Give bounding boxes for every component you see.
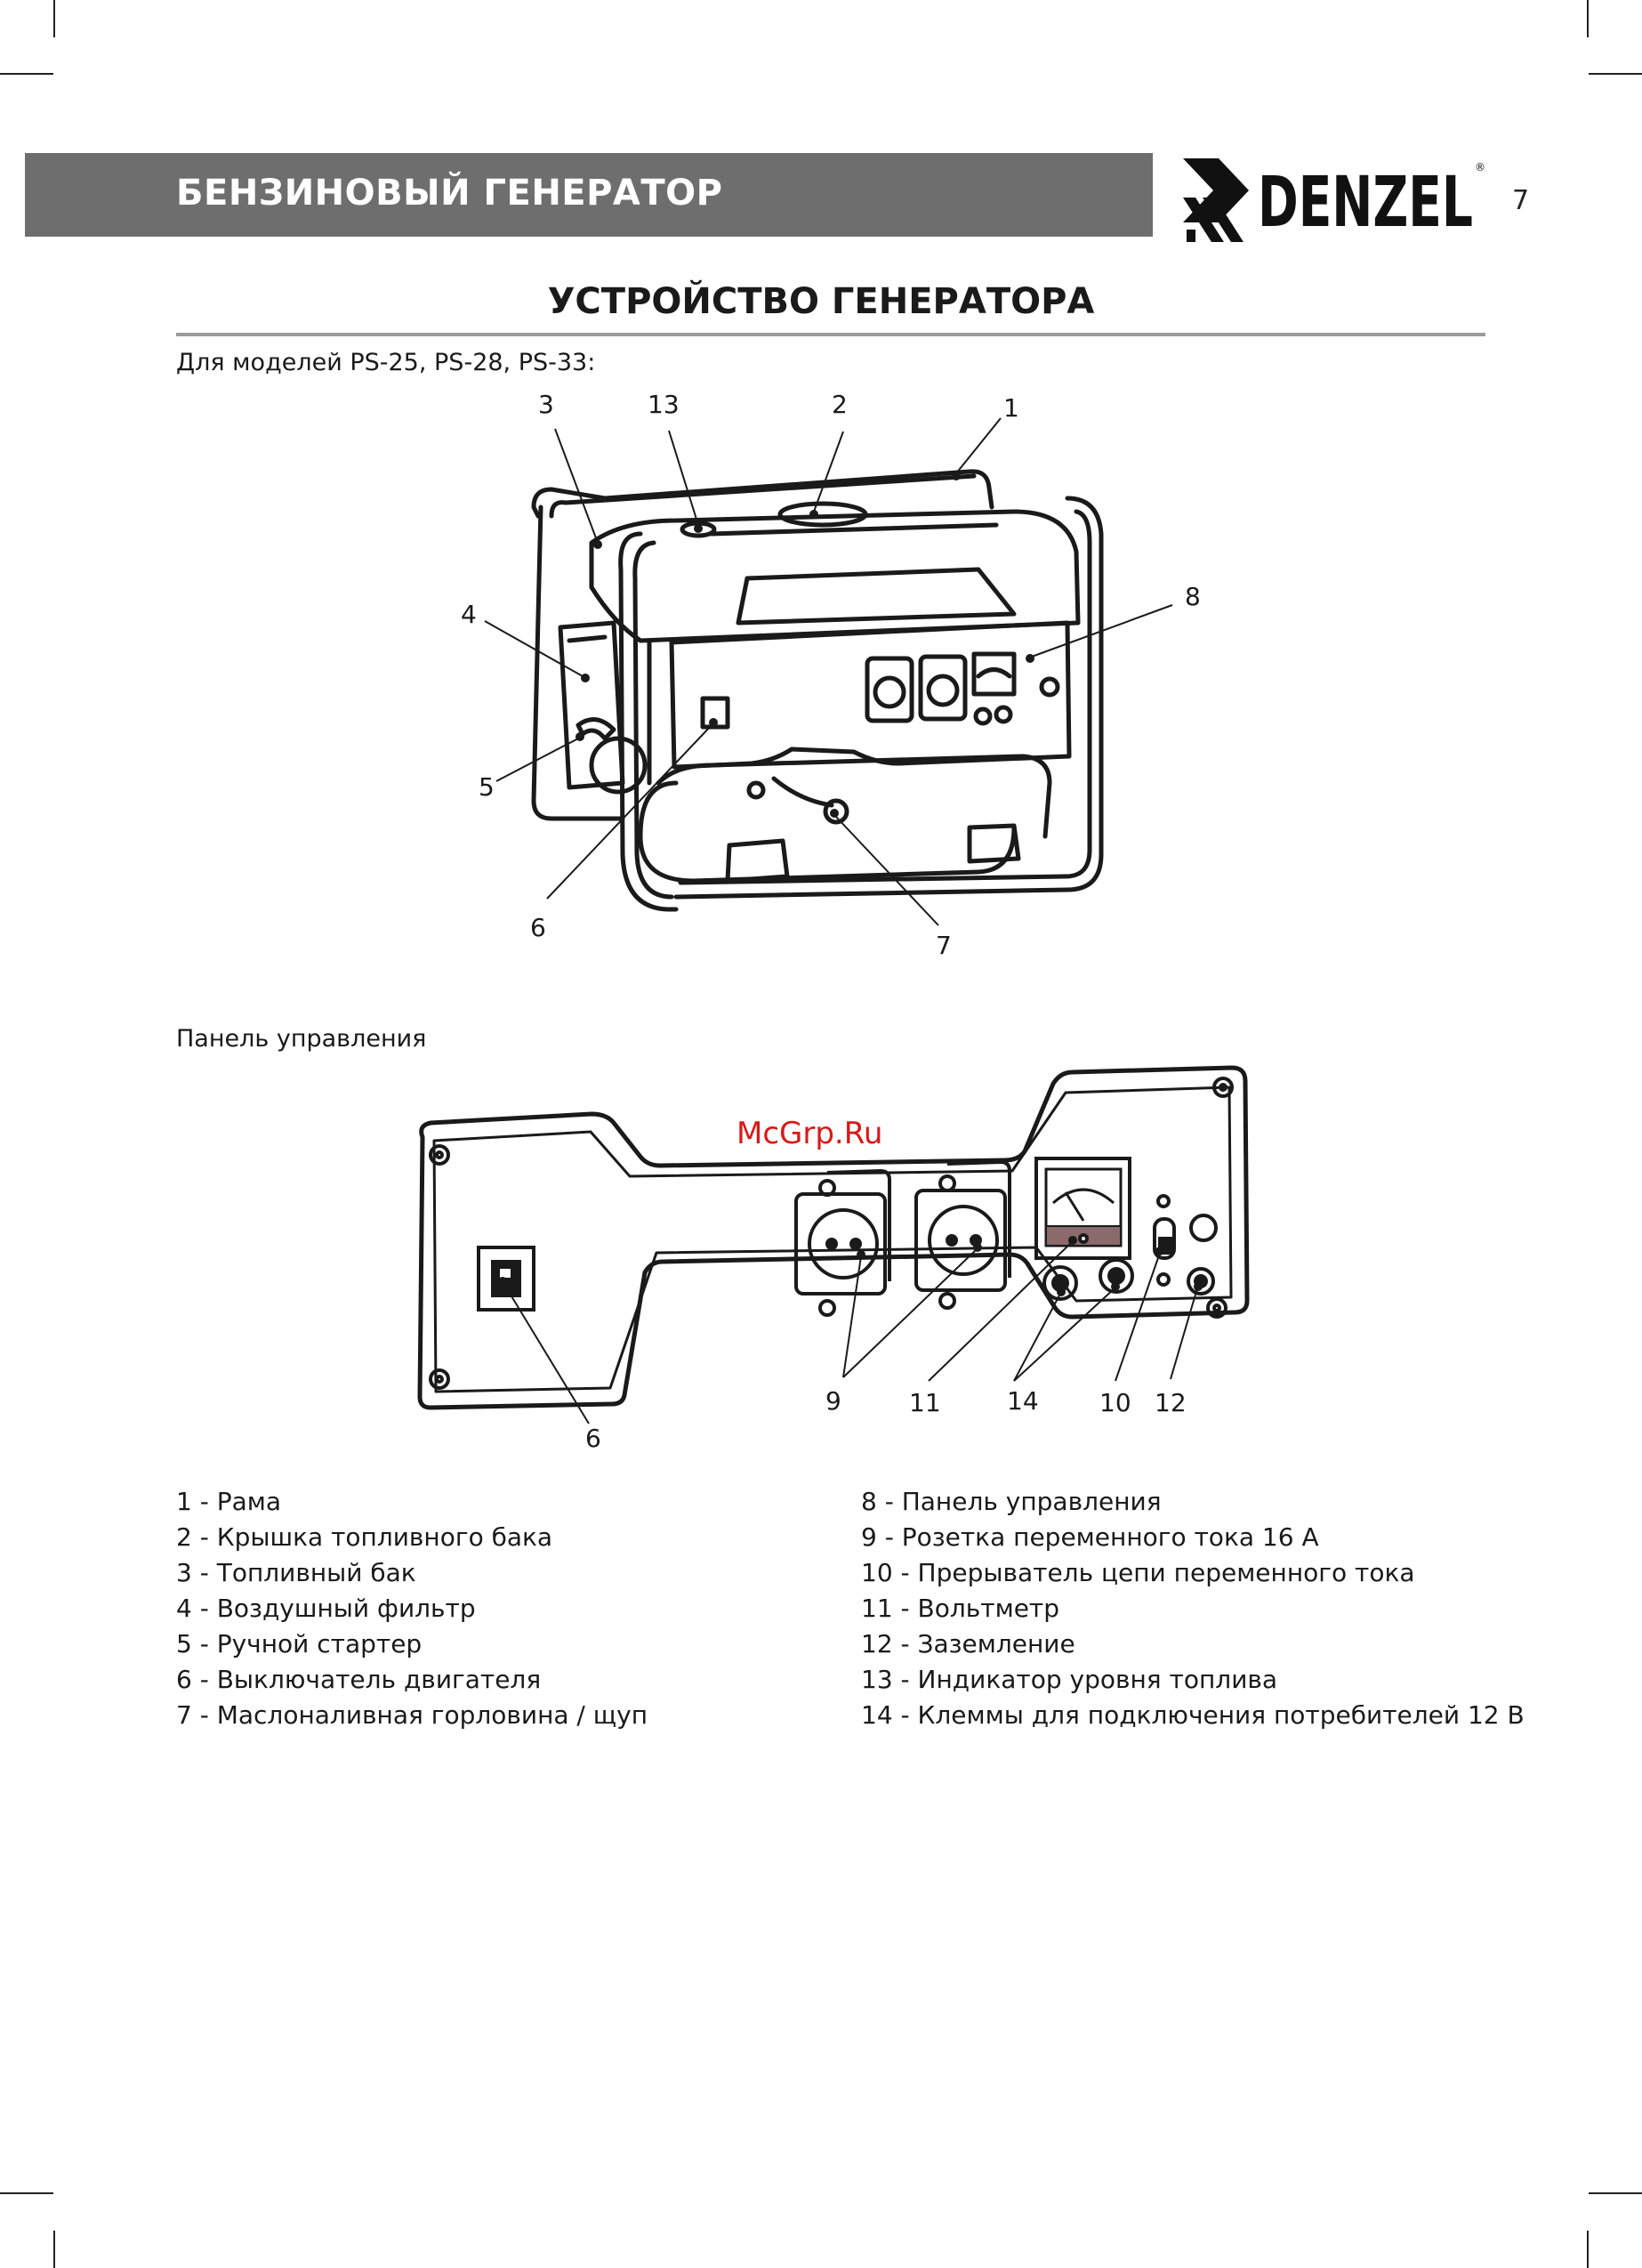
section-title: УСТРОЙСТВО ГЕНЕРАТОРА — [547, 281, 1095, 322]
page-number: 7 — [1512, 185, 1530, 216]
legend-item: 8 - Панель управления — [861, 1487, 1162, 1516]
callout-8: 8 — [1185, 582, 1201, 611]
callout-2: 2 — [832, 390, 848, 419]
legend-item: 7 - Маслоналивная горловина / щуп — [176, 1700, 648, 1730]
legend-right: 8 - Панель управления 9 - Розетка переме… — [861, 1484, 1525, 1733]
panel-caption: Панель управления — [176, 1025, 427, 1053]
callout-7: 7 — [936, 931, 952, 960]
legend-item: 4 - Воздушный фильтр — [176, 1594, 476, 1623]
crop-mark — [0, 2192, 53, 2194]
legend-item: 2 - Крышка топливного бака — [176, 1522, 553, 1552]
callout-6: 6 — [530, 913, 546, 942]
brand-logo: DENZEL ® — [1183, 158, 1485, 243]
callout-4: 4 — [461, 600, 477, 629]
panel-callout-12: 12 — [1155, 1388, 1187, 1417]
legend-item: 11 - Вольтметр — [861, 1594, 1060, 1623]
svg-text:®: ® — [1475, 161, 1485, 174]
legend-item: 12 - Заземление — [861, 1629, 1075, 1659]
title-rule — [176, 333, 1485, 336]
control-panel-illustration: 9 11 14 10 12 6 — [417, 1065, 1250, 1453]
watermark: McGrp.Ru — [736, 1116, 883, 1151]
crop-mark — [0, 73, 53, 75]
legend-item: 1 - Рама — [176, 1487, 282, 1516]
crop-mark — [1587, 0, 1589, 37]
callout-1: 1 — [1003, 393, 1019, 423]
panel-callout-10: 10 — [1099, 1388, 1131, 1417]
legend-left: 1 - Рама 2 - Крышка топливного бака 3 - … — [176, 1484, 648, 1733]
legend-item: 3 - Топливный бак — [176, 1558, 416, 1587]
callout-13: 13 — [648, 390, 680, 419]
panel-callout-11: 11 — [909, 1388, 941, 1417]
callout-5: 5 — [479, 772, 495, 802]
legend-item: 14 - Клеммы для подключения потребителей… — [861, 1700, 1525, 1730]
brand-emblem-icon — [1183, 158, 1249, 242]
models-caption: Для моделей PS-25, PS-28, PS-33: — [176, 349, 596, 376]
callout-3: 3 — [538, 390, 554, 419]
legend-item: 9 - Розетка переменного тока 16 А — [861, 1522, 1319, 1552]
legend-item: 10 - Прерыватель цепи переменного тока — [861, 1558, 1415, 1587]
header-bar — [25, 153, 1153, 237]
crop-mark — [1587, 2231, 1589, 2268]
crop-mark — [1589, 73, 1642, 75]
panel-callout-9: 9 — [825, 1386, 841, 1416]
crop-mark — [53, 0, 55, 37]
panel-callout-14: 14 — [1007, 1386, 1039, 1416]
legend-item: 5 - Ручной стартер — [176, 1629, 423, 1659]
legend-item: 6 - Выключатель двигателя — [176, 1665, 542, 1694]
brand-wordmark: DENZEL — [1258, 163, 1473, 243]
header-title: БЕНЗИНОВЫЙ ГЕНЕРАТОР — [176, 173, 723, 214]
legend-item: 13 - Индикатор уровня топлива — [861, 1665, 1278, 1694]
generator-illustration: 3 13 2 1 8 4 5 6 7 — [461, 390, 1201, 960]
panel-callout-6: 6 — [585, 1424, 601, 1453]
crop-mark — [53, 2231, 55, 2268]
crop-mark — [1589, 2192, 1642, 2194]
